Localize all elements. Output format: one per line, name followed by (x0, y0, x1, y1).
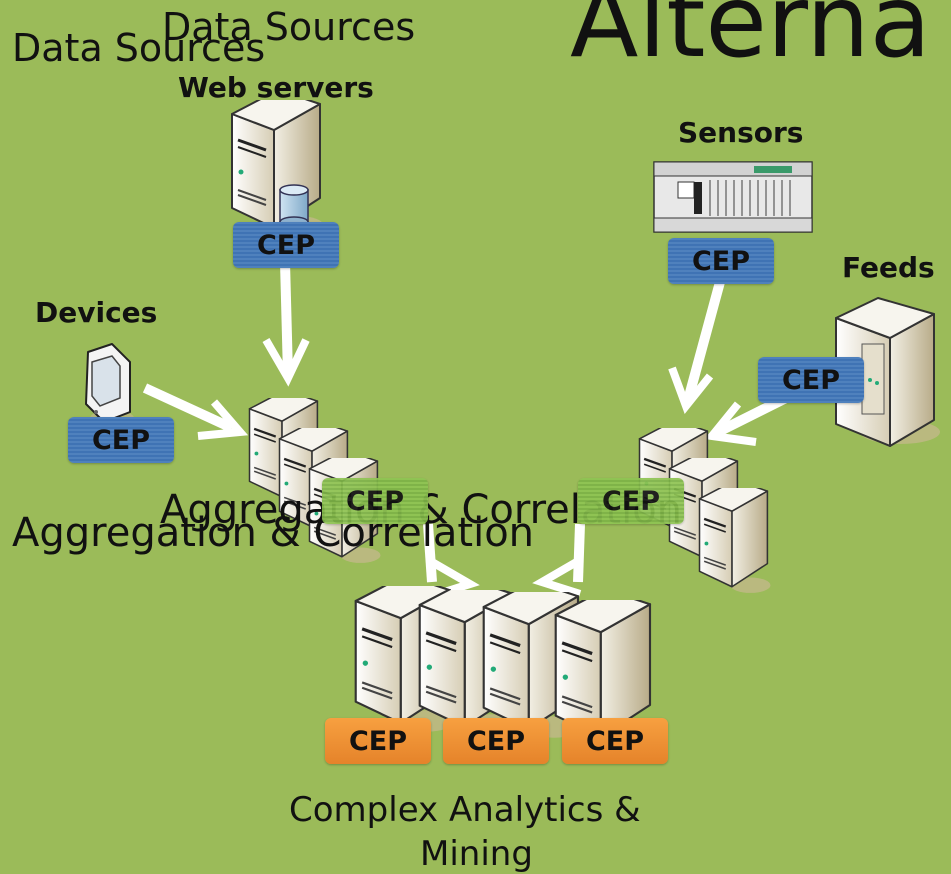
flow-arrows (142, 261, 793, 600)
cep-badge-devices: CEP (68, 417, 174, 463)
cep-badge-analytics-1: CEP (325, 718, 431, 764)
cep-badge-sensors: CEP (668, 238, 774, 284)
diagram-title: Alterna (570, 0, 931, 80)
cep-badge-analytics-3: CEP (562, 718, 668, 764)
cep-badge-web-servers: CEP (233, 222, 339, 268)
section-data-sources-back: Data Sources (162, 5, 416, 49)
label-feeds: Feeds (842, 251, 935, 284)
arrow-agg-left-to-analytics (423, 523, 437, 583)
section-data-sources-front: Data Sources (12, 26, 266, 70)
section-aggregation-front: Aggregation & Correlation (12, 510, 535, 556)
arrow-sensors-to-agg (683, 280, 725, 402)
cep-badge-agg-right: CEP (578, 478, 684, 524)
cep-badge-analytics-2: CEP (443, 718, 549, 764)
sensor-rack-icon (653, 161, 813, 233)
database-icon (279, 184, 309, 228)
cep-badge-agg-left: CEP (322, 478, 428, 524)
handheld-device-icon (85, 343, 134, 426)
web-server-icon (230, 100, 326, 238)
label-devices: Devices (35, 296, 158, 329)
cep-badge-feeds: CEP (758, 357, 864, 403)
label-web-servers: Web servers (178, 71, 374, 104)
arrow-devices-to-agg (142, 383, 235, 433)
agg-right-server-3-icon (698, 488, 772, 595)
label-sensors: Sensors (678, 116, 804, 149)
arrow-agg-right-to-analytics (573, 523, 585, 583)
section-analytics-line2: Mining (420, 834, 533, 874)
arrow-webservers-to-agg (280, 261, 293, 376)
section-analytics-line1: Complex Analytics & (289, 790, 641, 830)
